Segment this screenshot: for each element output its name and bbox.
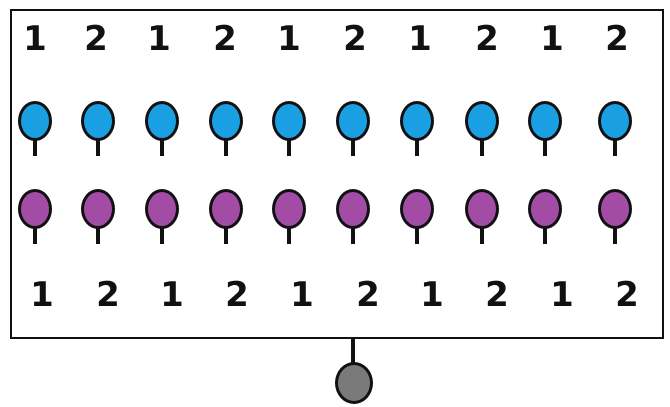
purple-pin-4-head [209, 189, 243, 229]
blue-pin-2[interactable] [80, 101, 120, 159]
blue-pin-6[interactable] [335, 101, 375, 159]
purple-pin-3-head [145, 189, 179, 229]
bottom-label-1: 1 [30, 275, 54, 315]
purple-pin-6[interactable] [335, 189, 375, 247]
purple-pin-9-stem [543, 227, 547, 244]
purple-pin-4-stem [224, 227, 228, 244]
top-label-5: 1 [277, 19, 301, 59]
purple-pin-2-head [81, 189, 115, 229]
bottom-label-9: 1 [550, 275, 574, 315]
purple-pin-2-stem [96, 227, 100, 244]
purple-pin-1-head [18, 189, 52, 229]
top-label-10: 2 [605, 19, 629, 59]
bottom-label-4: 2 [225, 275, 249, 315]
blue-pin-1[interactable] [17, 101, 57, 159]
blue-pin-3-stem [160, 139, 164, 156]
blue-pin-6-head [336, 101, 370, 141]
blue-pin-1-head [18, 101, 52, 141]
purple-pin-7-stem [415, 227, 419, 244]
purple-pin-6-head [336, 189, 370, 229]
purple-pin-9-head [528, 189, 562, 229]
bottom-label-6: 2 [356, 275, 380, 315]
blue-pin-4[interactable] [208, 101, 248, 159]
blue-pin-10[interactable] [597, 101, 637, 159]
top-label-6: 2 [343, 19, 367, 59]
purple-pin-8-stem [480, 227, 484, 244]
top-label-9: 1 [540, 19, 564, 59]
bottom-label-7: 1 [420, 275, 444, 315]
blue-pin-6-stem [351, 139, 355, 156]
top-label-3: 1 [147, 19, 171, 59]
purple-pin-3[interactable] [144, 189, 184, 247]
blue-pin-1-stem [33, 139, 37, 156]
purple-pin-5-stem [287, 227, 291, 244]
blue-pin-7[interactable] [399, 101, 439, 159]
blue-pin-5-stem [287, 139, 291, 156]
purple-pin-7[interactable] [399, 189, 439, 247]
purple-pin-8-head [465, 189, 499, 229]
blue-pin-8[interactable] [464, 101, 504, 159]
blue-pin-9-head [528, 101, 562, 141]
purple-pin-2[interactable] [80, 189, 120, 247]
blue-pin-7-stem [415, 139, 419, 156]
bottom-label-3: 1 [160, 275, 184, 315]
purple-pin-1[interactable] [17, 189, 57, 247]
blue-pin-3-head [145, 101, 179, 141]
bottom-label-5: 1 [290, 275, 314, 315]
blue-pin-5[interactable] [271, 101, 311, 159]
top-label-7: 1 [408, 19, 432, 59]
purple-pin-8[interactable] [464, 189, 504, 247]
blue-pin-2-stem [96, 139, 100, 156]
blue-pin-10-stem [613, 139, 617, 156]
blue-pin-10-head [598, 101, 632, 141]
blue-pin-9-stem [543, 139, 547, 156]
top-label-8: 2 [475, 19, 499, 59]
purple-pin-3-stem [160, 227, 164, 244]
purple-pin-10[interactable] [597, 189, 637, 247]
purple-pin-9[interactable] [527, 189, 567, 247]
pin-board [10, 9, 664, 339]
top-label-4: 2 [213, 19, 237, 59]
blue-pin-4-head [209, 101, 243, 141]
bottom-label-8: 2 [485, 275, 509, 315]
bottom-label-2: 2 [96, 275, 120, 315]
top-label-1: 1 [23, 19, 47, 59]
blue-pin-9[interactable] [527, 101, 567, 159]
blue-pin-7-head [400, 101, 434, 141]
purple-pin-6-stem [351, 227, 355, 244]
purple-pin-5[interactable] [271, 189, 311, 247]
purple-pin-7-head [400, 189, 434, 229]
purple-pin-4[interactable] [208, 189, 248, 247]
blue-pin-5-head [272, 101, 306, 141]
blue-pin-8-stem [480, 139, 484, 156]
purple-pin-5-head [272, 189, 306, 229]
top-label-2: 2 [84, 19, 108, 59]
purple-pin-1-stem [33, 227, 37, 244]
purple-pin-10-head [598, 189, 632, 229]
blue-pin-8-head [465, 101, 499, 141]
purple-pin-10-stem [613, 227, 617, 244]
blue-pin-2-head [81, 101, 115, 141]
output-pin-knob[interactable] [335, 362, 373, 404]
bottom-label-10: 2 [615, 275, 639, 315]
blue-pin-3[interactable] [144, 101, 184, 159]
output-pin-stem [351, 339, 355, 363]
blue-pin-4-stem [224, 139, 228, 156]
